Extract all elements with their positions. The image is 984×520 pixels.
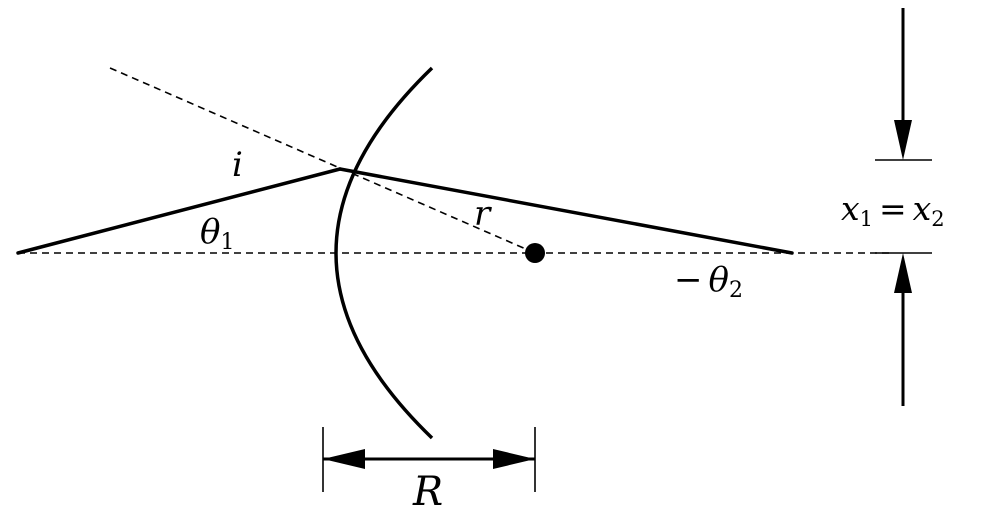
label-x1-equals-x2: x1=x2 xyxy=(841,189,945,231)
refracting-surface xyxy=(334,66,434,440)
height-arrow-bottom-head xyxy=(894,253,912,293)
incident-ray xyxy=(16,167,342,255)
refracted-ray xyxy=(338,167,794,255)
label-i: i xyxy=(232,145,243,185)
label-theta1: θ1 xyxy=(200,212,234,255)
height-arrow-top-head xyxy=(894,120,912,160)
radius-arrow-left xyxy=(323,449,365,469)
radius-arrow-right xyxy=(493,449,535,469)
center-of-curvature-dot xyxy=(525,243,545,263)
label-r: r xyxy=(474,194,492,234)
label-neg-theta2: −θ2 xyxy=(674,260,743,303)
normal-line xyxy=(109,67,536,254)
label-R: R xyxy=(412,469,443,515)
